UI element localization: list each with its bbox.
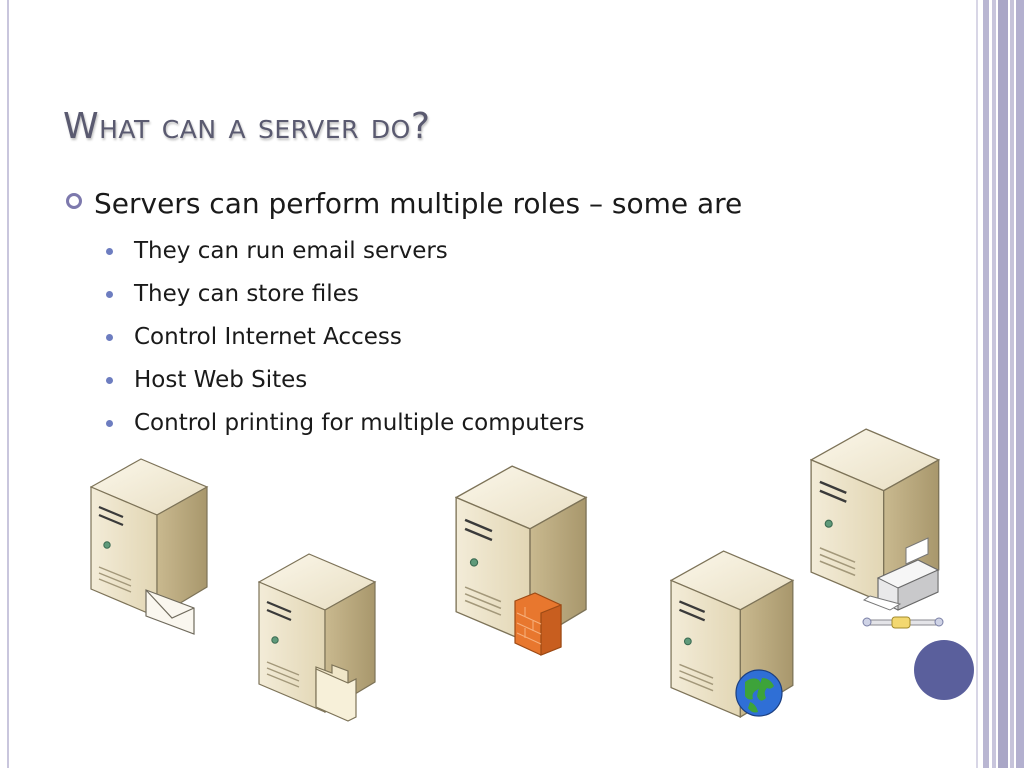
sub-bullet: Control Internet Access xyxy=(106,320,584,363)
sub-bullet-text: They can store files xyxy=(134,281,359,307)
main-bullet-text: Servers can perform multiple roles – som… xyxy=(94,187,743,220)
bullet-dot-icon xyxy=(106,291,113,298)
sub-bullet: Host Web Sites xyxy=(106,363,584,406)
folder-icon xyxy=(315,664,357,722)
bullet-dot-icon xyxy=(106,334,113,341)
ring-bullet-icon xyxy=(66,193,82,209)
right-stripe xyxy=(992,0,996,768)
right-stripe xyxy=(983,0,989,768)
sub-bullet-text: Host Web Sites xyxy=(134,367,308,393)
envelope-icon xyxy=(145,589,195,635)
print-server-icon xyxy=(810,428,944,629)
globe-icon xyxy=(735,669,783,717)
bullet-dot-icon xyxy=(106,377,113,384)
bullet-dot-icon xyxy=(106,248,113,255)
firewall-server-icon xyxy=(455,465,588,656)
main-bullet: Servers can perform multiple roles – som… xyxy=(66,187,742,220)
slide-title: What can a server do? xyxy=(63,106,431,147)
web-server-icon xyxy=(670,550,795,719)
left-border-line xyxy=(7,0,9,768)
sub-bullet-text: They can run email servers xyxy=(134,238,448,264)
decorative-circle xyxy=(914,640,974,700)
email-server-icon xyxy=(90,458,209,635)
network-connector-icon xyxy=(862,616,944,629)
bullet-dot-icon xyxy=(106,420,113,427)
sub-bullet-text: Control Internet Access xyxy=(134,324,402,350)
right-stripe xyxy=(1010,0,1014,768)
file-server-icon xyxy=(258,553,377,722)
sub-bullet-text: Control printing for multiple computers xyxy=(134,410,585,436)
right-stripe xyxy=(998,0,1008,768)
right-stripe xyxy=(976,0,978,768)
printer-icon xyxy=(862,537,940,611)
sub-bullet: They can store files xyxy=(106,277,584,320)
brick-wall-icon xyxy=(514,592,562,656)
sub-bullet-list: They can run email servers They can stor… xyxy=(106,234,584,449)
sub-bullet: They can run email servers xyxy=(106,234,584,277)
right-stripe xyxy=(1016,0,1024,768)
sub-bullet: Control printing for multiple computers xyxy=(106,406,584,449)
